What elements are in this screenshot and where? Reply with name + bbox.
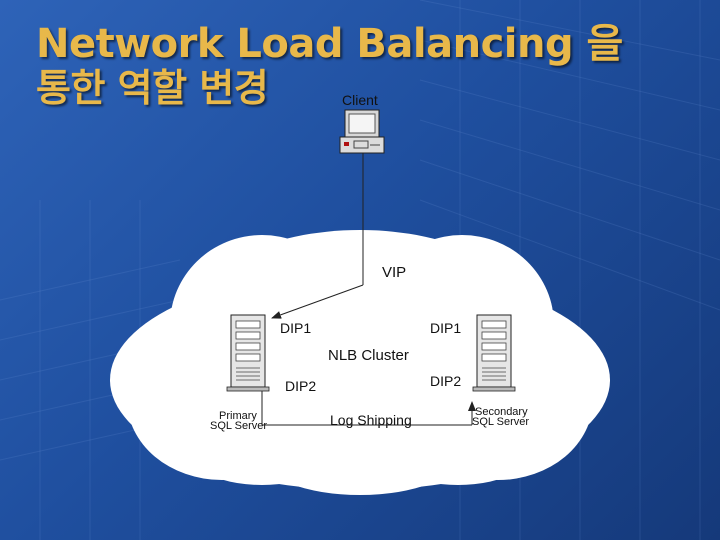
- right-dip1-label: DIP1: [430, 320, 461, 336]
- primary-label-line2: SQL Server: [210, 420, 267, 432]
- slide-title: Network Load Balancing 을 통한 역할 변경: [36, 22, 623, 110]
- vip-label: VIP: [382, 264, 406, 281]
- left-dip1-label: DIP1: [280, 320, 311, 336]
- log-shipping-label: Log Shipping: [330, 412, 412, 428]
- left-dip2-label: DIP2: [285, 378, 316, 394]
- secondary-server-icon: [472, 314, 516, 392]
- client-computer-icon: [339, 109, 385, 154]
- secondary-label-line2: SQL Server: [472, 416, 529, 428]
- primary-server-icon: [226, 314, 270, 392]
- title-line-2: 통한 역할 변경: [36, 66, 269, 110]
- secondary-label-line1: Secondary: [475, 406, 528, 418]
- client-label: Client: [342, 92, 378, 108]
- right-dip2-label: DIP2: [430, 373, 461, 389]
- title-line-1: Network Load Balancing 을: [36, 21, 623, 67]
- primary-label-line1: Primary: [219, 410, 257, 422]
- vip-to-primary-arrow: [271, 284, 364, 319]
- cluster-label: NLB Cluster: [328, 347, 409, 364]
